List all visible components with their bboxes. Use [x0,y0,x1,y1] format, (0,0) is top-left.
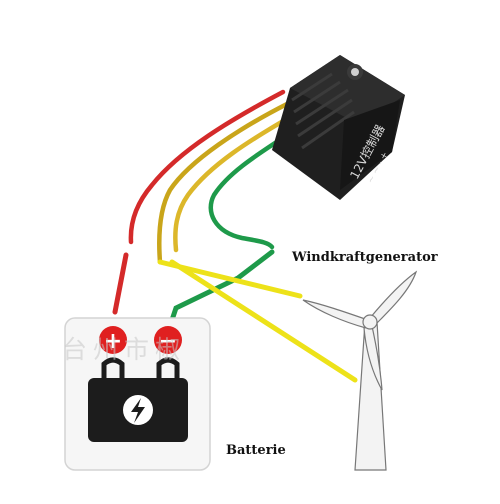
red-wire [128,89,286,245]
negative-symbol: − [159,329,177,354]
positive-terminal [99,326,127,354]
positive-post [101,357,125,378]
turbine-blade-bottom [363,325,383,391]
battery-box: + − [64,317,211,471]
green-battery-wire [167,249,275,329]
lightning-bolt-icon [131,398,145,423]
yellow-generator-wire-2 [169,259,358,383]
turbine-blade-top [369,270,418,325]
wind-generator-label: Windkraftgenerator [292,250,438,265]
negative-terminal [154,326,182,354]
watermark: 台州市椒 [62,335,186,364]
battery-label: Batterie [226,443,286,458]
regulator-wires [128,89,301,265]
yellow-wire-2 [173,113,295,253]
wind-turbine [302,270,418,471]
turbine-hub [362,314,378,330]
yellow-wire-1 [157,101,290,265]
red-battery-wire [112,252,129,315]
heatsink-fins [291,72,355,150]
turbine-blade-left [302,299,369,329]
negative-post [156,357,180,378]
positive-symbol: + [104,329,122,354]
voltage-regulator: 12V控制器 ~ ~ - + [272,55,405,200]
green-wire [208,125,301,250]
schematic-wires [112,249,358,383]
